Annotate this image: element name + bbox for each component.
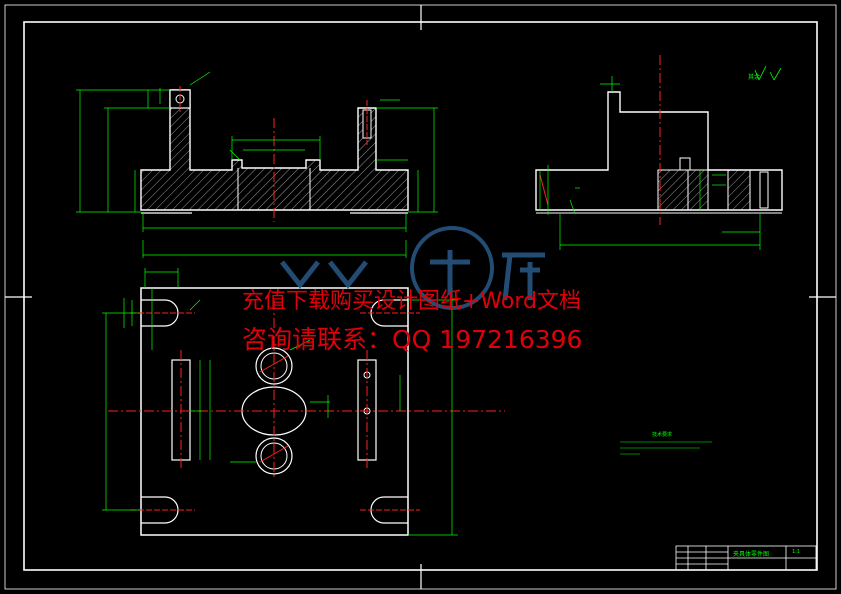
side-view-dimensions	[539, 76, 761, 250]
top-view	[108, 287, 505, 536]
roughness-label: 其余	[748, 73, 760, 81]
title-block	[675, 545, 817, 571]
title-block-scale: 1:1	[792, 549, 800, 555]
tech-notes-title: 技术要求	[652, 431, 672, 438]
watermark-text-line1: 充值下载购买设计图纸+Word文档	[242, 289, 581, 314]
top-view-dimensions	[102, 268, 458, 536]
front-view	[140, 86, 409, 222]
side-view	[535, 55, 783, 225]
sheet-border	[4, 4, 837, 590]
tech-notes-lines	[620, 441, 712, 455]
roughness-symbol	[754, 65, 782, 81]
front-view-dimensions	[76, 71, 438, 258]
title-block-name: 夹具体零件图	[733, 550, 769, 558]
watermark-logo-icon	[280, 226, 545, 310]
watermark-text-line2: 咨询请联系：QQ 197216396	[242, 325, 583, 354]
